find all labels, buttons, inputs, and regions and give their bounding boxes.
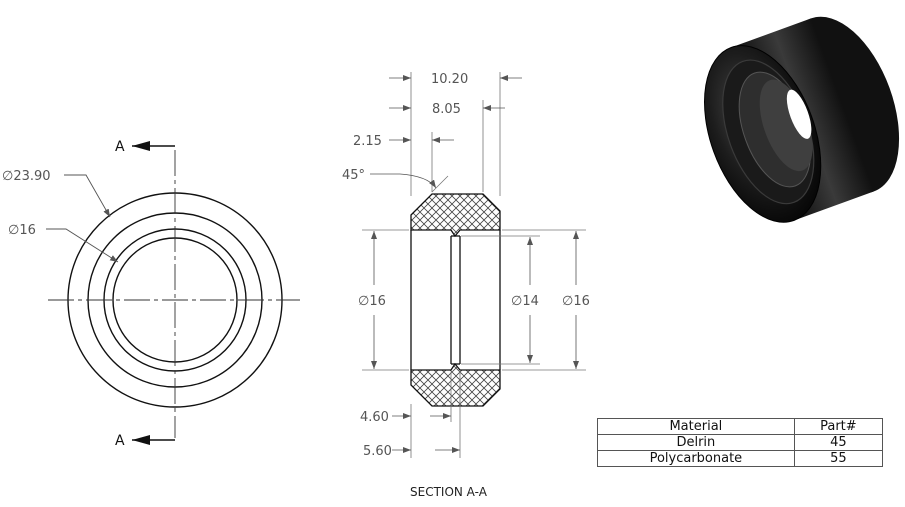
section-view: 10.20 8.05 2.15 45° ∅16 ∅14 ∅16 4.: [342, 72, 590, 499]
iso-bore-through: [786, 89, 812, 139]
section-caption: SECTION A-A: [410, 485, 488, 499]
bom-header-material: Material: [597, 418, 795, 435]
leader-chamfer-angle: [370, 173, 437, 189]
chamfer-ref-line: [431, 175, 449, 193]
dim-overall-width: 10.20: [431, 72, 468, 87]
dim-step-560: 5.60: [363, 444, 392, 459]
bom-cell-material: Delrin: [597, 434, 795, 451]
dim-inner-dia: ∅16: [8, 223, 36, 238]
section-bottom-hatch: [410, 362, 501, 407]
isometric-view: [704, 16, 900, 223]
dim-chamfer-angle: 45°: [342, 168, 365, 183]
dim-bore-dia: ∅14: [511, 294, 539, 309]
leader-outer-dia: [64, 174, 111, 218]
dim-right-dia: ∅16: [562, 294, 590, 309]
bom-table: Material Part# Delrin 45 Polycarbonate 5…: [597, 418, 884, 467]
dim-step-460: 4.60: [360, 410, 389, 425]
dim-outer-dia: ∅23.90: [2, 169, 51, 184]
dim-left-dia: ∅16: [358, 294, 386, 309]
bom-cell-part: 55: [793, 450, 884, 467]
section-letter-bottom: A: [115, 433, 125, 449]
dim-chamfer-offset: 2.15: [353, 134, 382, 149]
table-row: Polycarbonate 55: [597, 450, 884, 467]
dim-inner-width: 8.05: [432, 102, 461, 117]
section-letter-top: A: [115, 139, 125, 155]
front-view: A A ∅23.90 ∅16: [2, 139, 300, 449]
bom-header-part: Part#: [793, 418, 884, 435]
bom-cell-part: 45: [793, 434, 884, 451]
section-top-hatch: [410, 193, 501, 238]
bom-cell-material: Polycarbonate: [597, 450, 795, 467]
leader-inner-dia: [46, 228, 119, 263]
bom-header-row: Material Part#: [597, 418, 884, 435]
table-row: Delrin 45: [597, 434, 884, 451]
